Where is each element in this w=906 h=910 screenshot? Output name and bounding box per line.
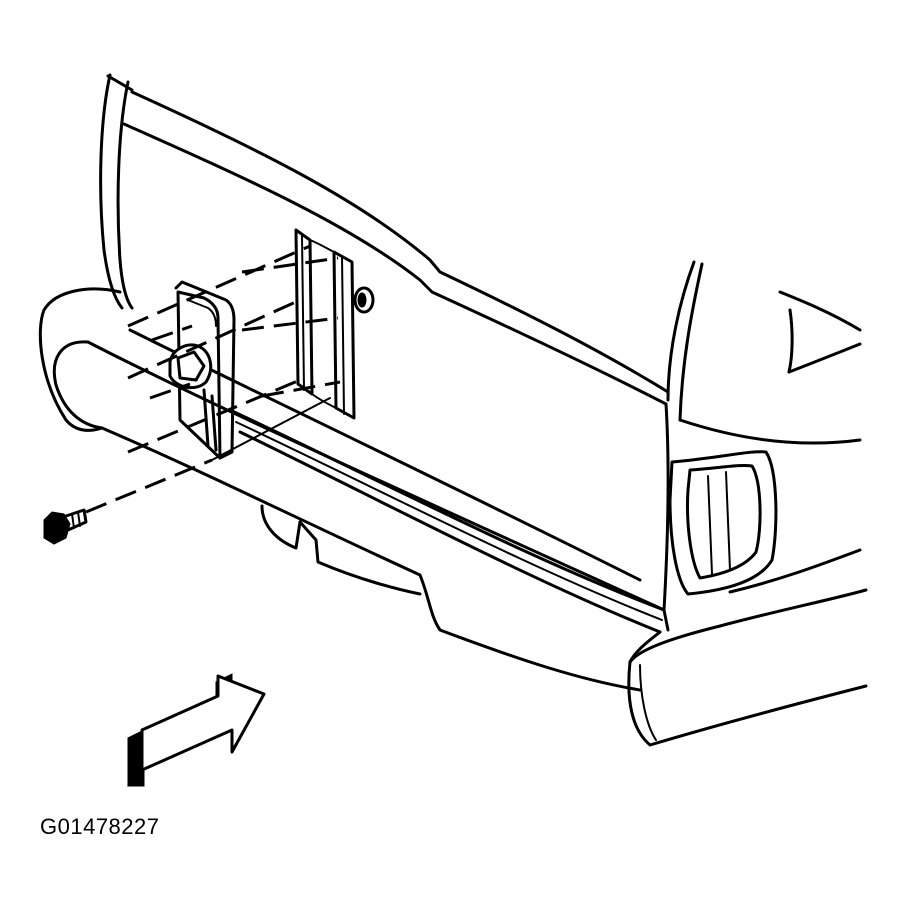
figure-code-label: G01478227 [40,814,160,839]
cab-left-pillar [99,73,134,310]
retainer-clip [353,286,375,314]
bed-right-side [666,260,862,594]
license-lamp-bracket [168,280,236,460]
alignment-lines [85,244,341,514]
bolt-icon [43,508,88,545]
view-direction-arrow-icon [127,673,266,787]
tail-lamp [668,450,778,596]
rear-bumper [38,287,868,747]
license-plate-bracket [294,228,356,420]
